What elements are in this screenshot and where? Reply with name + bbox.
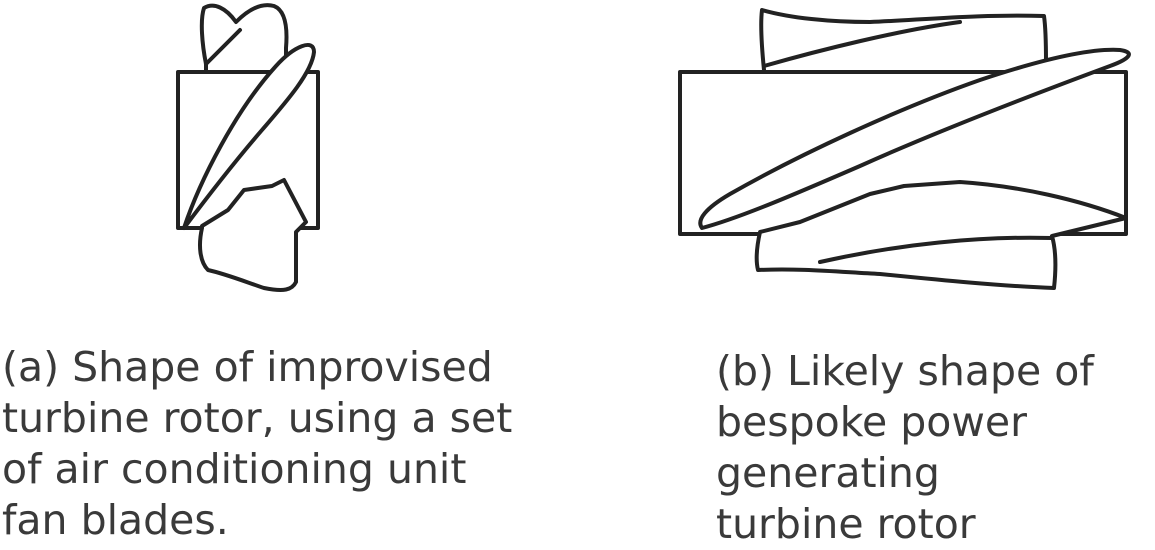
rotor-b-upper-blade bbox=[759, 8, 1048, 72]
caption-a-line: of air conditioning unit bbox=[2, 445, 467, 493]
improvised-rotor-drawing bbox=[176, 3, 320, 292]
rotor-b-upper-blade-edge bbox=[762, 20, 962, 68]
rotor-b-lower-blade-edge bbox=[818, 235, 1054, 264]
rotor-b-lower-blade bbox=[754, 180, 1128, 290]
caption-b-line: generating bbox=[716, 449, 940, 497]
caption-b: (b) Likely shape of bespoke power genera… bbox=[716, 346, 1094, 550]
caption-a-line: turbine rotor, using a set bbox=[2, 394, 513, 442]
bespoke-rotor-drawing bbox=[678, 8, 1131, 290]
rotor-a-upper-blade bbox=[199, 3, 289, 74]
caption-b-line: turbine rotor bbox=[716, 500, 976, 548]
caption-a: (a) Shape of improvised turbine rotor, u… bbox=[2, 342, 512, 546]
caption-b-line: (b) Likely shape of bbox=[716, 347, 1094, 395]
caption-b-line: bespoke power bbox=[716, 398, 1027, 446]
rotor-a-lower-blade bbox=[198, 178, 308, 292]
rotor-a-diagonal-blade bbox=[182, 43, 316, 230]
caption-a-line: fan blades. bbox=[2, 496, 229, 544]
rotor-b-diagonal-blade bbox=[698, 47, 1131, 230]
caption-a-line: (a) Shape of improvised bbox=[2, 343, 493, 391]
